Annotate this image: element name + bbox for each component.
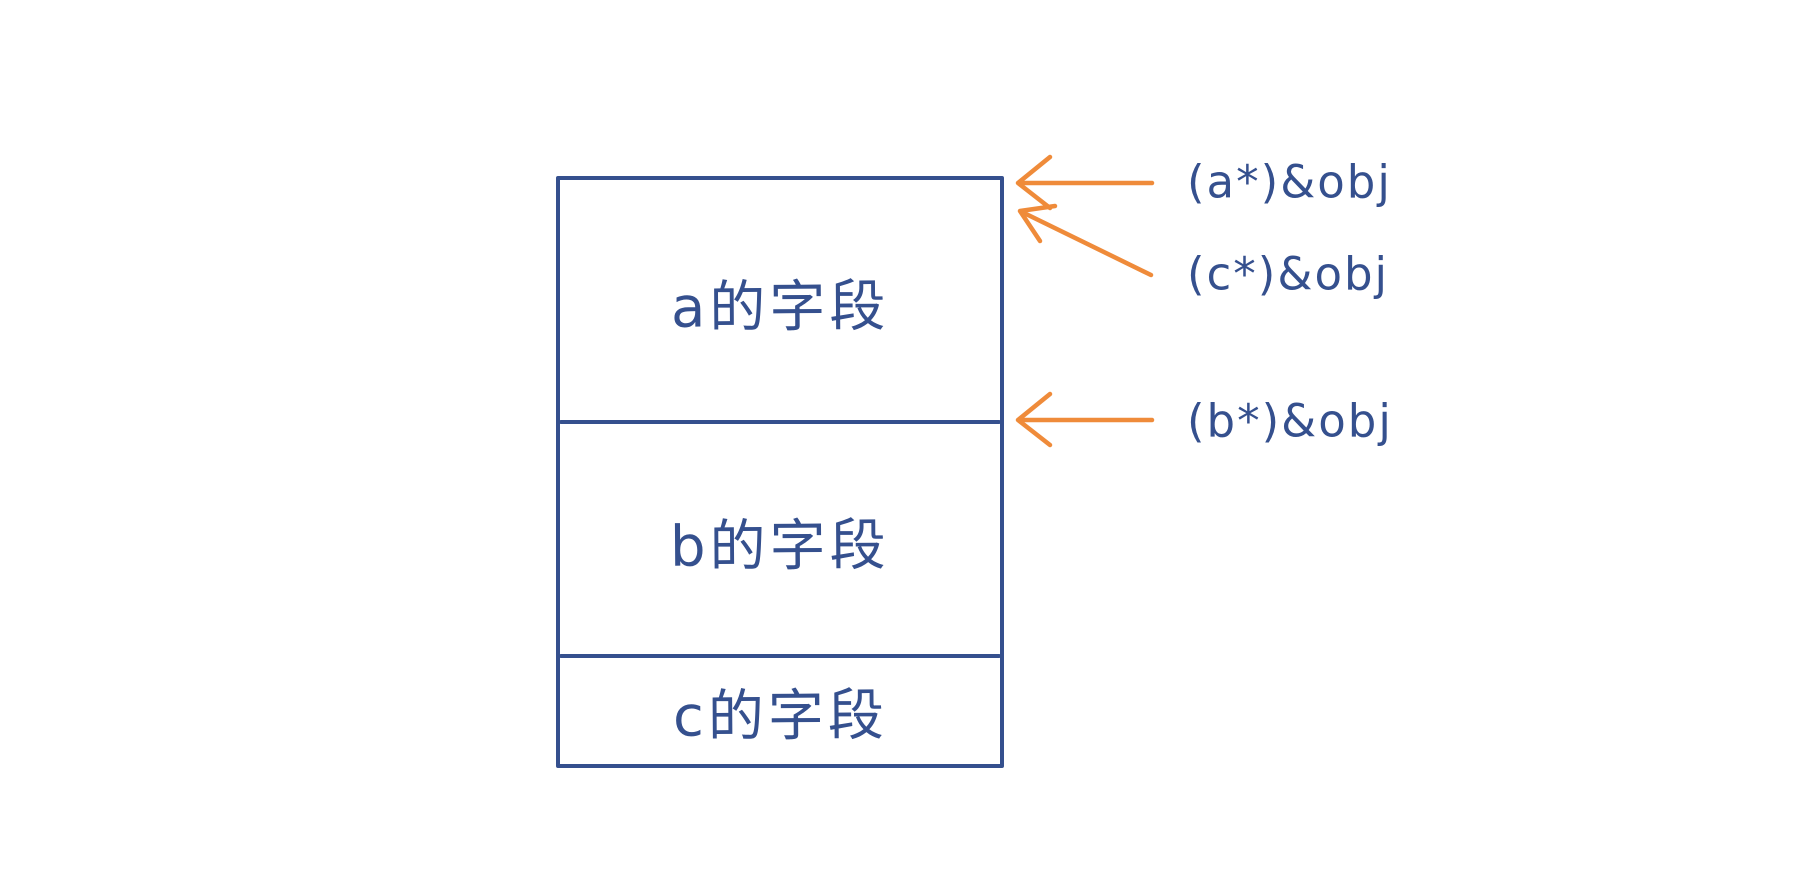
pointer-label-a: (a*)&obj xyxy=(1187,155,1392,209)
divider-b-c xyxy=(559,654,1001,658)
section-a-fields: a的字段 xyxy=(560,180,1000,424)
section-a-label: a的字段 xyxy=(670,273,890,341)
section-b-fields: b的字段 xyxy=(560,424,1000,658)
pointer-label-b: (b*)&obj xyxy=(1187,394,1393,448)
arrow-b-pointer-icon xyxy=(1015,391,1155,448)
divider-a-b xyxy=(559,420,1001,424)
arrow-a-pointer-icon xyxy=(1015,154,1155,211)
section-c-fields: c的字段 xyxy=(560,658,1000,764)
section-b-label: b的字段 xyxy=(670,512,891,580)
memory-layout-box: a的字段 b的字段 c的字段 xyxy=(556,176,1004,768)
pointer-label-c: (c*)&obj xyxy=(1187,247,1390,301)
arrow-c-pointer-icon xyxy=(1017,203,1154,278)
section-c-label: c的字段 xyxy=(672,682,888,750)
